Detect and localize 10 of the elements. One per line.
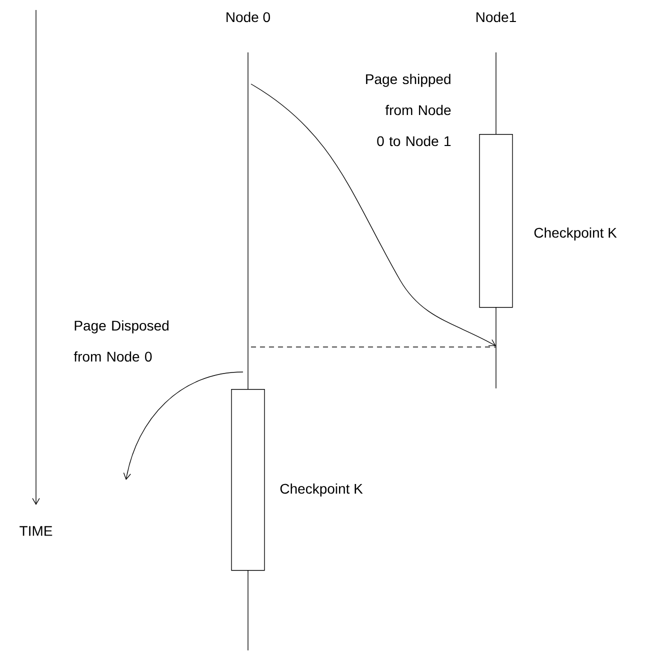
dashed-line bbox=[250, 346, 496, 348]
lifeline-heading: Node1 bbox=[476, 12, 516, 22]
checkpoint-label: Checkpoint K bbox=[534, 227, 617, 241]
edge-label: Page Disposed from Node 0 bbox=[74, 320, 168, 362]
lifeline-heading: Node 0 bbox=[226, 12, 270, 22]
edge-label: Page shipped from Node 0 to Node 1 bbox=[366, 74, 451, 146]
arrow bbox=[250, 84, 496, 346]
axis-label: TIME bbox=[20, 526, 52, 536]
checkpoint-label: Checkpoint K bbox=[280, 483, 363, 497]
arrow bbox=[123, 372, 244, 480]
